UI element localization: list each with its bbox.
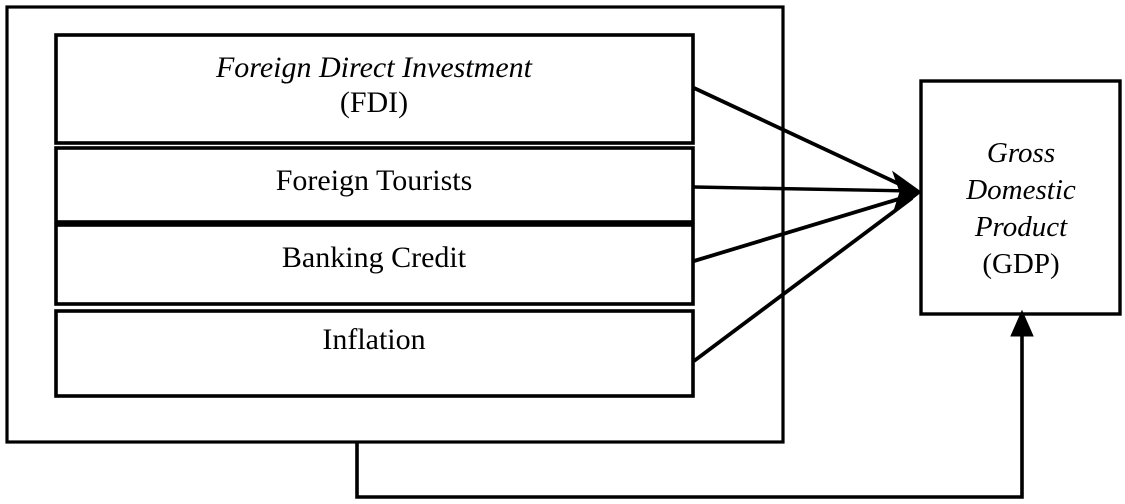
connector-feedback-loop xyxy=(355,322,1024,499)
connector-fdi-to-gdp xyxy=(693,86,913,192)
connector-foreign-tourists-to-gdp xyxy=(693,185,913,193)
arrowhead-feedback-into-gdp xyxy=(1010,309,1034,337)
connector-banking-credit-to-gdp xyxy=(693,193,913,263)
box-fdi xyxy=(54,33,695,145)
box-gdp xyxy=(919,79,1122,316)
box-inflation xyxy=(54,309,695,398)
connector-inflation-to-gdp xyxy=(692,196,914,363)
arrowhead-converging-into-gdp xyxy=(892,170,922,216)
box-foreign-tourists xyxy=(54,146,695,224)
box-banking-credit xyxy=(54,223,695,306)
